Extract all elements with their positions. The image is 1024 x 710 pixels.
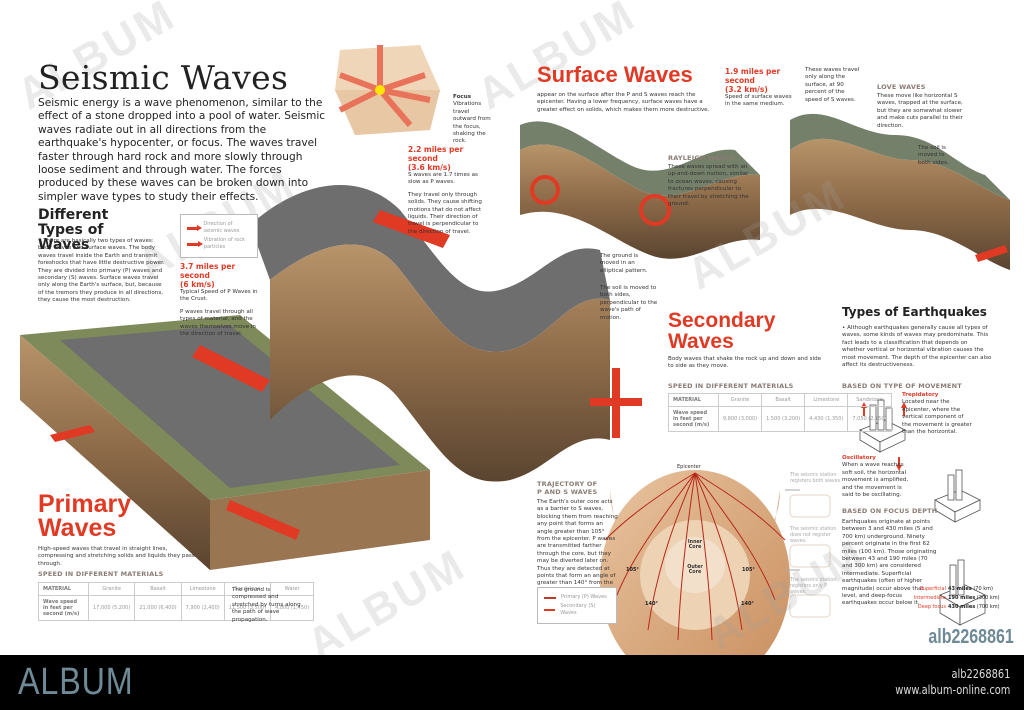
s-wave-line-icon xyxy=(544,609,556,611)
depth-heading: BASED ON FOCUS DEPTH xyxy=(842,507,938,515)
ground-compression-note: The ground is compressed and stretched b… xyxy=(232,587,301,623)
legend-item: Direction of seismic waves xyxy=(187,221,251,235)
angle-140-left: 140° xyxy=(645,601,658,607)
primary-speed-heading: SPEED IN DIFFERENT MATERIALS xyxy=(38,570,164,578)
infographic-canvas: ALBUM ALBUM ALBUM ALBUM ALBUM ALBUM Seis… xyxy=(9,0,1014,655)
primary-wave-block xyxy=(20,315,430,570)
footer-bar: ALBUM alb2268861 www.album-online.com xyxy=(0,655,1024,710)
angle-105-right: 105° xyxy=(742,567,755,573)
album-logo[interactable]: ALBUM xyxy=(18,661,134,703)
footer-image-id: alb2268861 xyxy=(951,667,1010,681)
focus-text: Vibrations travel outward from the focus… xyxy=(453,101,491,145)
secondary-soil-note: The soil is moved to both sides, perpend… xyxy=(600,285,658,321)
angle-140-right: 140° xyxy=(741,601,754,607)
outer-core-label: Outer Core xyxy=(687,565,703,575)
station-note: The seismic station does not register wa… xyxy=(790,527,837,544)
primary-waves-text: High-speed waves that travel in straight… xyxy=(38,546,195,567)
arrow-icon xyxy=(187,224,204,231)
different-types-text: • There are basically two types of waves… xyxy=(38,238,165,304)
station-note: The seismic station registers both waves… xyxy=(790,473,842,484)
focus-note: Focus Vibrations travel outward from the… xyxy=(453,94,493,146)
inner-core-label: Inner Core xyxy=(687,540,703,550)
surface-speed-note: These waves travel only along the surfac… xyxy=(805,67,860,103)
terrain-illustrations xyxy=(20,45,1010,655)
secondary-speed-heading: SPEED IN DIFFERENT MATERIALS xyxy=(668,382,794,390)
p-wave-line-icon xyxy=(544,596,556,599)
secondary-waves-text: Body waves that shake the rock up and do… xyxy=(668,356,822,370)
legend-item: Secondary (S) Waves xyxy=(544,603,610,617)
love-note: The soil is moved to both sides. xyxy=(918,145,949,166)
love-text: These move like horizontal S waves, trap… xyxy=(877,93,963,129)
different-types-heading: Different Types of Waves xyxy=(38,207,109,253)
legend-item: Primary (P) Waves xyxy=(544,594,610,601)
arrow-legend: Direction of seismic waves Vibration of … xyxy=(180,214,258,258)
image-id-stamp: alb2268861 xyxy=(928,626,1014,648)
love-wave-block xyxy=(790,113,1010,270)
trajectory-legend: Primary (P) Waves Secondary (S) Waves xyxy=(537,587,617,624)
trajectory-text: The Earth's outer core acts as a barrier… xyxy=(537,499,618,594)
depth-text: Earthquakes originate at points between … xyxy=(842,519,937,607)
depth-values: 43 miles (70 km) 190 miles (300 km) 430 … xyxy=(948,586,1000,610)
oscillatory-block: Oscillatory When a wave reaches soft soi… xyxy=(842,455,909,499)
rayleigh-note: The ground is moved in an elliptical pat… xyxy=(600,253,648,274)
footer-info: alb2268861 www.album-online.com xyxy=(895,666,1010,698)
epicenter-label: Epicenter xyxy=(677,464,701,470)
movement-heading: BASED ON TYPE OF MOVEMENT xyxy=(842,382,962,390)
arrow-icon xyxy=(187,240,203,247)
surface-waves-title: Surface Waves xyxy=(537,62,693,87)
intro-text: Seismic energy is a wave phenomenon, sim… xyxy=(38,97,326,203)
footer-url[interactable]: www.album-online.com xyxy=(894,683,1010,697)
rayleigh-heading: RAYLEIGH WAVES xyxy=(668,154,735,162)
rayleigh-wave-block xyxy=(520,121,760,259)
love-heading: LOVE WAVES xyxy=(877,83,926,91)
earth-cross-section xyxy=(600,470,831,655)
trepidatory-block: Trepidatory Located near the epicenter, … xyxy=(902,392,972,436)
rayleigh-text: These waves spread with an up-and-down m… xyxy=(668,164,749,208)
page-title: Seismic Waves xyxy=(38,58,289,97)
focus-block xyxy=(335,45,440,135)
types-of-earthquakes-text: • Although earthquakes generally cause a… xyxy=(842,325,992,369)
surface-wave-speed: 1.9 miles per second (3.2 km/s) Speed of… xyxy=(725,67,792,108)
secondary-wave-block xyxy=(250,184,642,482)
station-note: The seismic station registers only P wav… xyxy=(790,578,837,595)
depth-labels: Superficial Intermediate Deep focus xyxy=(913,586,946,610)
s-wave-speed: 2.2 miles per second (3.6 km/s) S waves … xyxy=(408,145,482,235)
legend-item: Vibration of rock particles xyxy=(187,237,251,251)
focus-label: Focus xyxy=(453,94,472,100)
surface-waves-text: appear on the surface after the P and S … xyxy=(537,92,710,113)
p-wave-speed: 3.7 miles per second (6 km/s) Typical Sp… xyxy=(180,262,258,338)
types-of-earthquakes-heading: Types of Earthquakes xyxy=(842,305,987,319)
angle-105-left: 105° xyxy=(626,567,639,573)
